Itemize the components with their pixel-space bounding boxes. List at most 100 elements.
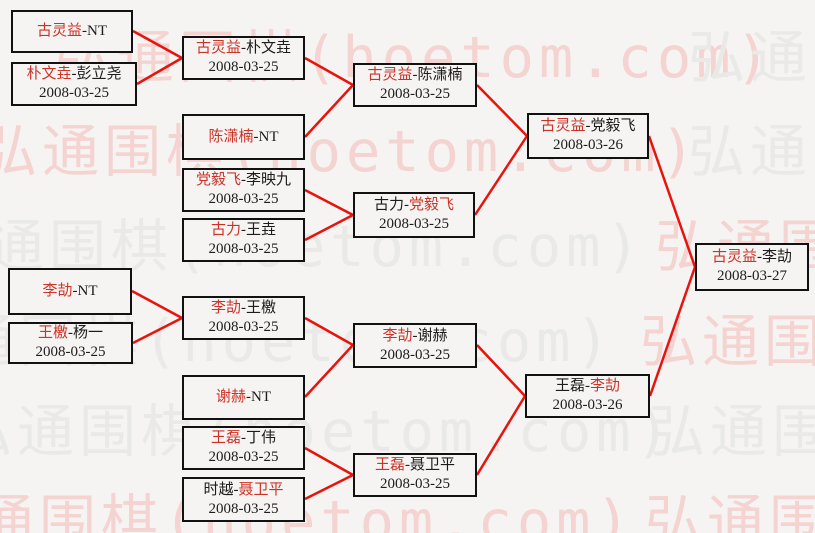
- player-name-winner: 李劼: [210, 300, 241, 316]
- player-name-winner: 李劼: [382, 327, 413, 344]
- connector-line: [131, 289, 183, 320]
- match-players: 古灵益-李劼: [712, 248, 792, 267]
- match-box-r1-xiehe-bye: 谢赫-NT: [182, 375, 305, 420]
- player-separator: -: [253, 128, 259, 145]
- match-players: 李劼-谢赫: [382, 327, 447, 346]
- match-date: 2008-03-25: [208, 59, 279, 75]
- match-players: 古灵益-朴文垚: [196, 39, 291, 58]
- player-name: 党毅飞: [590, 118, 636, 134]
- player-name-winner: 王磊: [374, 457, 405, 473]
- match-players: 朴文垚-彭立尧: [26, 65, 121, 84]
- match-players: 王檄-杨一: [38, 324, 103, 343]
- player-name-winner: 古灵益: [195, 40, 241, 56]
- match-date: 2008-03-25: [35, 344, 106, 360]
- player-name: 古力: [373, 197, 404, 213]
- match-players: 陈潇楠-NT: [208, 128, 278, 147]
- connector-line: [473, 135, 529, 216]
- watermark-text: 弘通围棋(hoetom.com): [0, 489, 635, 533]
- player-separator: -: [412, 67, 418, 83]
- player-name-winner: 古灵益: [711, 249, 757, 265]
- player-name: NT: [251, 389, 271, 405]
- match-players: 王磊-李劼: [555, 377, 620, 396]
- player-separator: -: [82, 23, 87, 39]
- player-name-winner: 李劼: [590, 378, 621, 394]
- connector-line: [648, 266, 697, 397]
- match-date: 2008-03-25: [208, 241, 279, 257]
- connector-line: [476, 344, 526, 397]
- player-separator: -: [233, 481, 239, 498]
- player-name-winner: 古灵益: [36, 23, 82, 39]
- match-box-r1-chenxiaonan-bye: 陈潇楠-NT: [182, 114, 305, 160]
- connector-line: [476, 84, 528, 137]
- player-separator: -: [404, 197, 409, 213]
- match-players: 王磊-丁伟: [211, 429, 276, 448]
- player-separator: -: [585, 378, 590, 394]
- match-date: 2008-03-25: [380, 86, 450, 102]
- player-separator: -: [241, 300, 246, 316]
- connector-line: [304, 84, 354, 138]
- player-name: 丁伟: [246, 430, 277, 446]
- player-name: 谢赫: [417, 327, 448, 344]
- player-separator: -: [412, 327, 418, 344]
- player-separator: -: [71, 66, 77, 82]
- connector-line: [136, 56, 183, 86]
- match-players: 王磊-聂卫平: [375, 456, 455, 475]
- player-name-winner: 古灵益: [540, 118, 586, 134]
- match-date: 2008-03-25: [39, 85, 109, 101]
- watermark-text: 弘通围棋(hoetom.com): [645, 489, 815, 533]
- player-name: 王檄: [246, 300, 277, 316]
- match-date: 2008-03-26: [552, 397, 623, 413]
- connector-line: [475, 395, 527, 476]
- match-box-r1-lijie-bye: 李劼-NT: [8, 268, 132, 315]
- match-date: 2008-03-27: [717, 268, 787, 284]
- player-name: NT: [258, 128, 279, 145]
- match-players: 古力-党毅飞: [374, 196, 454, 215]
- player-name-winner: 党毅飞: [195, 172, 241, 188]
- player-name: 杨一: [73, 325, 104, 341]
- connector-line: [132, 316, 183, 345]
- watermark-text: 弘通围棋(hoetom.com): [0, 214, 645, 280]
- match-players: 古灵益-陈潇楠: [367, 66, 462, 85]
- match-box-r1-gulingyi-bye: 古灵益-NT: [11, 10, 133, 53]
- player-name: 李劼: [762, 249, 793, 265]
- player-name-winner: 党毅飞: [409, 197, 455, 213]
- connector-line: [304, 344, 354, 398]
- match-players: 李劼-NT: [42, 282, 97, 301]
- player-name: 陈潇楠: [417, 67, 463, 83]
- match-date: 2008-03-25: [380, 346, 450, 363]
- player-name-winner: 朴文垚: [26, 66, 72, 82]
- match-players: 古灵益-NT: [37, 22, 107, 41]
- match-players: 党毅飞-李映九: [196, 171, 291, 190]
- player-name: NT: [77, 283, 98, 299]
- match-date: 2008-03-25: [208, 319, 279, 335]
- match-players: 时越-聂卫平: [203, 481, 283, 500]
- player-separator: -: [68, 325, 73, 341]
- player-separator: -: [72, 283, 78, 299]
- player-name-winner: 古力: [210, 222, 241, 238]
- player-name: 聂卫平: [410, 457, 456, 473]
- watermark-text: 弘通围棋(hoetom.com): [648, 399, 815, 465]
- player-name: 时越: [203, 481, 234, 498]
- connector-line: [304, 446, 354, 477]
- player-separator: -: [241, 172, 246, 188]
- connector-line: [304, 56, 354, 87]
- connector-line: [304, 316, 354, 347]
- player-name-winner: 王磊: [210, 430, 241, 446]
- player-separator: -: [405, 457, 410, 473]
- match-players: 李劼-王檄: [211, 299, 276, 318]
- player-name-winner: 聂卫平: [238, 481, 284, 498]
- player-separator: -: [757, 249, 762, 265]
